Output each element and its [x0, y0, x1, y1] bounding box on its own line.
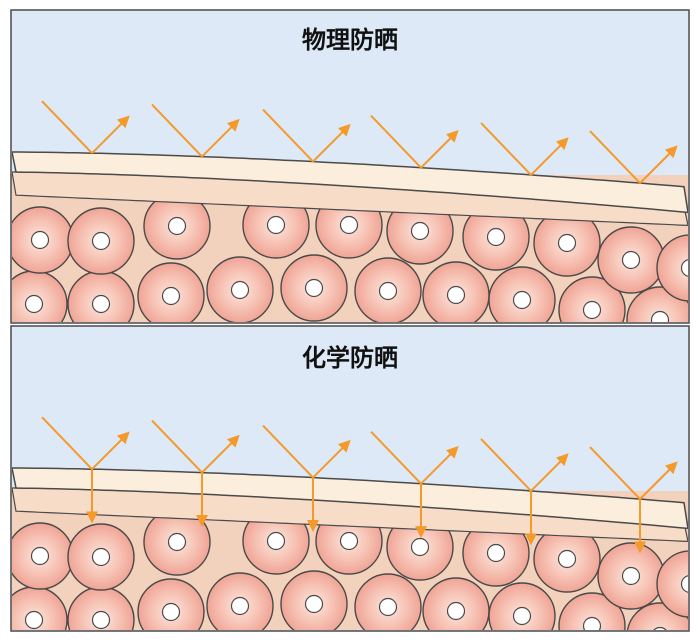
cell-nucleus: [378, 281, 398, 301]
cell-nucleus: [557, 233, 577, 253]
cell-nucleus: [512, 290, 532, 310]
reflected-ray: [312, 123, 351, 163]
cell-nucleus: [621, 250, 641, 270]
cell-nucleus: [680, 575, 688, 593]
skin-cross-section: [12, 100, 688, 322]
incoming-ray: [589, 446, 641, 500]
cell-nucleus: [653, 626, 667, 630]
cell-nucleus: [304, 278, 324, 298]
physical-sunscreen-panel: 物理防晒: [10, 9, 690, 324]
uv-ray: [589, 446, 678, 554]
uv-ray: [41, 416, 130, 524]
uv-ray: [480, 438, 569, 546]
cell-nucleus: [339, 215, 359, 235]
cell-nucleus: [446, 601, 466, 621]
cell-nucleus: [557, 549, 577, 569]
cell-nucleus: [230, 596, 250, 616]
incoming-ray: [480, 438, 532, 492]
cell-nucleus: [621, 566, 641, 586]
cell-nucleus: [167, 216, 187, 236]
reflected-ray: [201, 118, 240, 158]
uv-ray: [41, 100, 130, 154]
reflected-ray: [420, 445, 459, 485]
cell-nucleus: [582, 300, 602, 320]
cell-nucleus: [230, 280, 250, 300]
cell-nucleus: [304, 594, 324, 614]
reflected-ray: [530, 453, 569, 492]
sunscreen-layer: [12, 467, 688, 530]
reflected-ray: [639, 145, 678, 184]
reflected-ray: [201, 434, 240, 474]
incoming-ray: [41, 416, 93, 470]
skin-cross-section: [12, 416, 688, 630]
cell-nucleus: [650, 310, 670, 322]
uv-ray: [589, 130, 678, 184]
uv-ray: [151, 103, 240, 158]
incoming-ray: [151, 419, 203, 474]
sunscreen-layer: [12, 151, 688, 214]
uv-ray: [370, 114, 459, 169]
chemical-sunscreen-panel: 化学防晒: [10, 325, 690, 632]
incoming-ray: [41, 100, 93, 154]
skin-cell: [488, 582, 556, 630]
cell-nucleus: [161, 286, 181, 306]
uv-ray: [262, 108, 351, 163]
panel-title: 化学防晒: [302, 344, 398, 372]
reflected-ray: [91, 115, 130, 154]
reflected-ray: [91, 431, 130, 470]
cell-nucleus: [30, 230, 50, 250]
cell-nucleus: [30, 546, 50, 566]
incoming-ray: [480, 122, 532, 176]
cell-nucleus: [266, 531, 286, 551]
incoming-ray: [370, 430, 422, 485]
skin-cell: [656, 234, 688, 302]
cell-nucleus: [446, 285, 466, 305]
reflected-ray: [420, 129, 459, 169]
cell-nucleus: [410, 537, 430, 557]
cell-nucleus: [410, 221, 430, 241]
incoming-ray: [151, 103, 203, 158]
uv-ray: [262, 424, 351, 532]
uv-ray: [480, 122, 569, 176]
cell-nucleus: [161, 602, 181, 622]
cell-nucleus: [486, 227, 506, 247]
cell-nucleus: [24, 610, 44, 630]
cell-nucleus: [91, 610, 111, 630]
skin-cell: [558, 276, 626, 322]
reflected-ray: [639, 461, 678, 500]
skin-cell: [558, 592, 626, 630]
panel-title: 物理防晒: [302, 26, 398, 54]
reflected-ray: [312, 439, 351, 479]
cell-nucleus: [24, 294, 44, 314]
cell-nucleus: [339, 531, 359, 551]
uv-ray: [151, 419, 240, 527]
incoming-ray: [262, 424, 314, 479]
incoming-ray: [589, 130, 641, 184]
cell-nucleus: [91, 294, 111, 314]
uv-ray: [370, 430, 459, 539]
skin-cell: [656, 550, 688, 618]
cell-nucleus: [582, 616, 602, 630]
incoming-ray: [370, 114, 422, 169]
reflected-ray: [530, 137, 569, 176]
cell-nucleus: [167, 532, 187, 552]
cell-nucleus: [378, 597, 398, 617]
cell-nucleus: [512, 606, 532, 626]
incoming-ray: [262, 108, 314, 163]
cell-nucleus: [91, 547, 111, 567]
cell-nucleus: [680, 259, 688, 277]
cell-nucleus: [486, 543, 506, 563]
cell-nucleus: [91, 231, 111, 251]
cell-nucleus: [266, 215, 286, 235]
